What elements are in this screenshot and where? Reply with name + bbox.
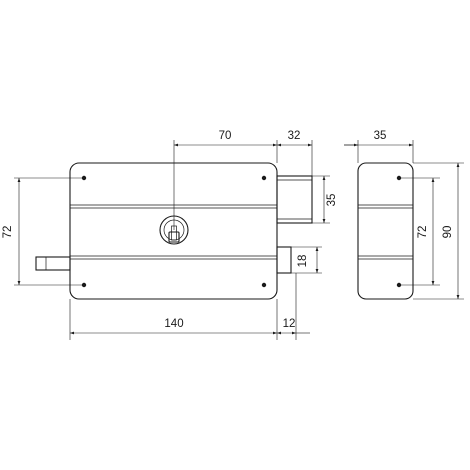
dimension-18: 18 xyxy=(291,246,322,274)
dimension-12: 12 xyxy=(277,273,310,340)
dim-label-35-bolt: 35 xyxy=(326,194,338,207)
screw-hole-top-right xyxy=(261,175,267,181)
front-view xyxy=(35,140,313,300)
dimension-32: 32 xyxy=(277,130,313,176)
dimension-72-left: 72 xyxy=(2,177,84,286)
dimension-70: 70 xyxy=(174,130,278,163)
dim-label-70: 70 xyxy=(219,130,232,142)
dim-label-72-left: 72 xyxy=(2,226,14,239)
dim-label-32: 32 xyxy=(288,130,301,142)
dimension-35-bolt: 35 xyxy=(312,175,338,224)
dimension-35-side: 35 xyxy=(344,130,414,163)
dim-label-12: 12 xyxy=(283,318,296,330)
side-body-outline xyxy=(357,162,414,300)
screw-hole-bottom-right xyxy=(261,282,267,288)
dimension-140: 140 xyxy=(69,299,278,340)
pull-rod xyxy=(35,256,71,271)
dimension-72-side: 72 xyxy=(399,177,440,286)
dim-label-18: 18 xyxy=(297,255,309,268)
dim-label-140: 140 xyxy=(164,318,183,330)
dim-label-90: 90 xyxy=(442,226,454,239)
dim-label-72-side: 72 xyxy=(417,226,429,239)
lock-body-outline xyxy=(69,162,278,300)
deadbolt xyxy=(276,175,313,224)
side-view xyxy=(357,162,414,300)
dimension-90: 90 xyxy=(413,162,464,300)
latch xyxy=(276,246,292,274)
dim-label-35-side: 35 xyxy=(374,130,387,142)
